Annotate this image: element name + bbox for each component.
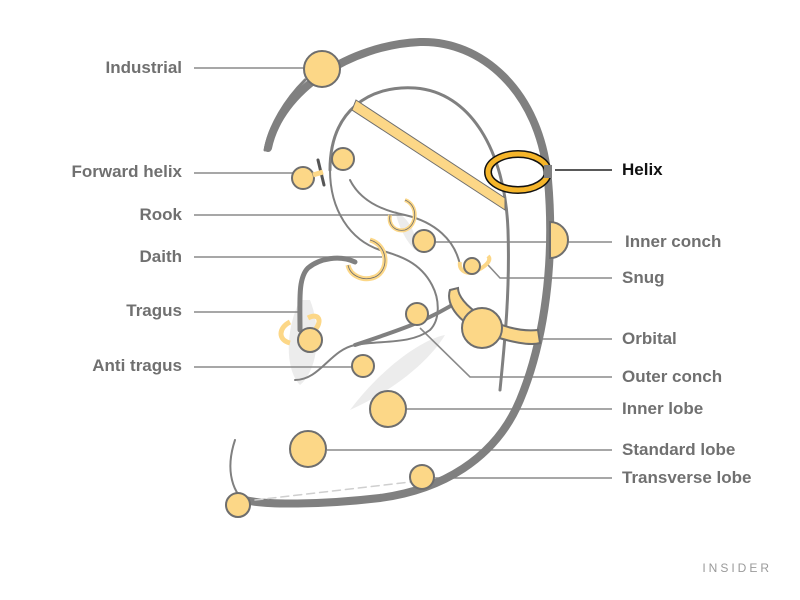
label-industrial: Industrial	[105, 58, 182, 77]
label-inner-lobe: Inner lobe	[622, 399, 704, 418]
ear-outline	[229, 37, 555, 508]
insider-logo: INSIDER	[702, 561, 772, 575]
label-outer-conch: Outer conch	[622, 367, 723, 386]
outer-helix-thin-edge	[263, 78, 307, 152]
label-standard-lobe: Standard lobe	[622, 440, 736, 459]
helix-conch-half-ball	[549, 220, 569, 260]
jewelry	[225, 50, 569, 518]
label-snug: Snug	[622, 268, 665, 287]
transverse-lobe-ball-front	[409, 464, 435, 490]
label-inner-conch: Inner conch	[625, 232, 722, 251]
tragus-ring	[278, 313, 322, 346]
label-helix: Helix	[622, 160, 663, 179]
leader-lines	[194, 67, 612, 479]
outer-conch-ball	[405, 302, 429, 326]
tragus-edge	[297, 255, 358, 333]
concha-ridge	[349, 179, 461, 266]
transverse-lobe-ball-back	[225, 492, 251, 518]
snug-ball	[463, 257, 481, 275]
tragus-ball	[297, 327, 323, 353]
standard-lobe-ball	[289, 430, 327, 468]
label-forward-helix: Forward helix	[71, 162, 182, 181]
label-anti-tragus: Anti tragus	[92, 356, 182, 375]
inner-lobe-ball	[369, 390, 407, 428]
label-daith: Daith	[139, 247, 183, 266]
orbital-ball	[461, 307, 503, 349]
industrial-bar	[351, 99, 506, 211]
anti-tragus-ball	[351, 354, 375, 378]
label-tragus: Tragus	[126, 301, 182, 320]
label-transverse-lobe: Transverse lobe	[622, 468, 752, 487]
outer-helix-rim	[241, 37, 555, 508]
forward-helix-ball-inner	[331, 147, 355, 171]
label-orbital: Orbital	[622, 329, 677, 348]
inner-conch-ball-small	[412, 229, 436, 253]
forward-helix-ball-outer	[291, 166, 315, 190]
industrial-ball	[303, 50, 341, 88]
lobe-dash	[254, 481, 411, 501]
helix-ring	[484, 150, 552, 194]
label-rook: Rook	[139, 205, 183, 224]
antihelix-fold	[294, 169, 439, 381]
